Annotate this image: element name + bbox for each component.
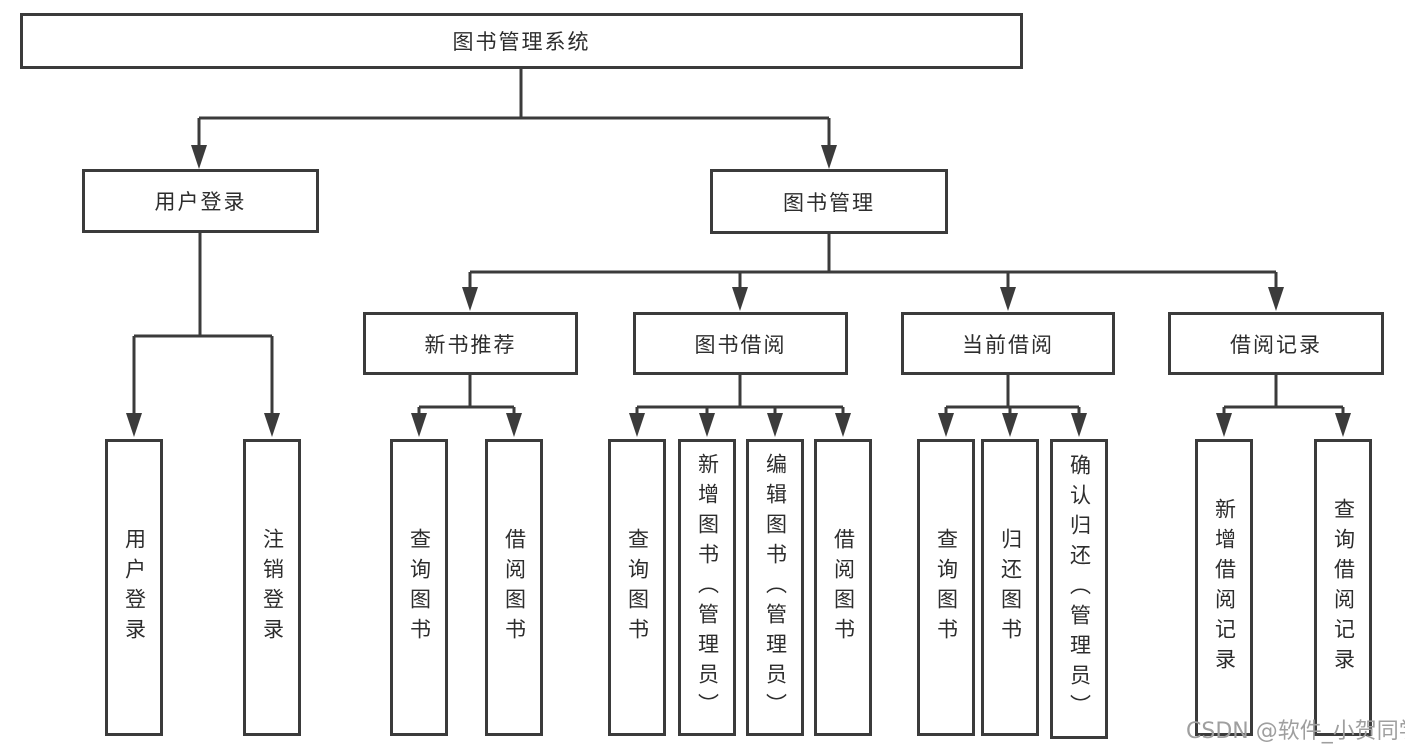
node-label: 查询借阅记录 bbox=[1331, 497, 1356, 678]
leaf-return-book: 归还图书 bbox=[981, 439, 1039, 736]
csdn-watermark: CSDN @软件_小贺同学 bbox=[1186, 719, 1405, 744]
leaf-query-borrow-record: 查询借阅记录 bbox=[1314, 439, 1372, 736]
node-label: 查询图书 bbox=[934, 527, 959, 648]
leaf-add-borrow-record: 新增借阅记录 bbox=[1195, 439, 1253, 736]
node-label: 注销登录 bbox=[260, 527, 285, 648]
node-book-borrowing: 图书借阅 bbox=[633, 312, 848, 375]
node-label: 借阅图书 bbox=[502, 527, 527, 648]
leaf-confirm-return-admin: 确认归还（管理员） bbox=[1050, 439, 1108, 739]
leaf-borrow-books-recommend: 借阅图书 bbox=[485, 439, 543, 736]
leaf-borrow-books: 借阅图书 bbox=[814, 439, 872, 736]
node-label: 用户登录 bbox=[122, 527, 147, 648]
node-borrow-records: 借阅记录 bbox=[1168, 312, 1384, 375]
node-label: 新书推荐 bbox=[424, 332, 517, 357]
node-label: 编辑图书（管理员） bbox=[763, 452, 788, 723]
node-book-management: 图书管理 bbox=[710, 169, 948, 234]
node-label: 新增借阅记录 bbox=[1212, 497, 1237, 678]
node-label: 归还图书 bbox=[998, 527, 1023, 648]
node-current-borrowing: 当前借阅 bbox=[901, 312, 1115, 375]
node-label: 借阅图书 bbox=[831, 527, 856, 648]
node-label: 当前借阅 bbox=[962, 332, 1054, 357]
leaf-logout: 注销登录 bbox=[243, 439, 301, 736]
leaf-add-book-admin: 新增图书（管理员） bbox=[678, 439, 736, 736]
node-label: 查询图书 bbox=[407, 527, 432, 648]
node-label: 查询图书 bbox=[625, 527, 650, 648]
node-label: 新增图书（管理员） bbox=[695, 452, 720, 723]
node-library-system: 图书管理系统 bbox=[20, 13, 1023, 69]
leaf-user-login: 用户登录 bbox=[105, 439, 163, 736]
node-label: 用户登录 bbox=[154, 190, 247, 214]
node-label: 确认归还（管理员） bbox=[1067, 454, 1092, 724]
leaf-edit-book-admin: 编辑图书（管理员） bbox=[746, 439, 804, 736]
node-user-login: 用户登录 bbox=[82, 169, 319, 233]
leaf-query-books-borrowing: 查询图书 bbox=[608, 439, 666, 736]
node-label: 图书管理 bbox=[783, 190, 875, 215]
node-label: 借阅记录 bbox=[1230, 332, 1322, 357]
leaf-query-books-current: 查询图书 bbox=[917, 439, 975, 736]
node-label: 图书管理系统 bbox=[452, 30, 591, 54]
leaf-query-books-recommend: 查询图书 bbox=[390, 439, 448, 736]
node-new-book-recommend: 新书推荐 bbox=[363, 312, 578, 375]
node-label: 图书借阅 bbox=[694, 332, 787, 357]
